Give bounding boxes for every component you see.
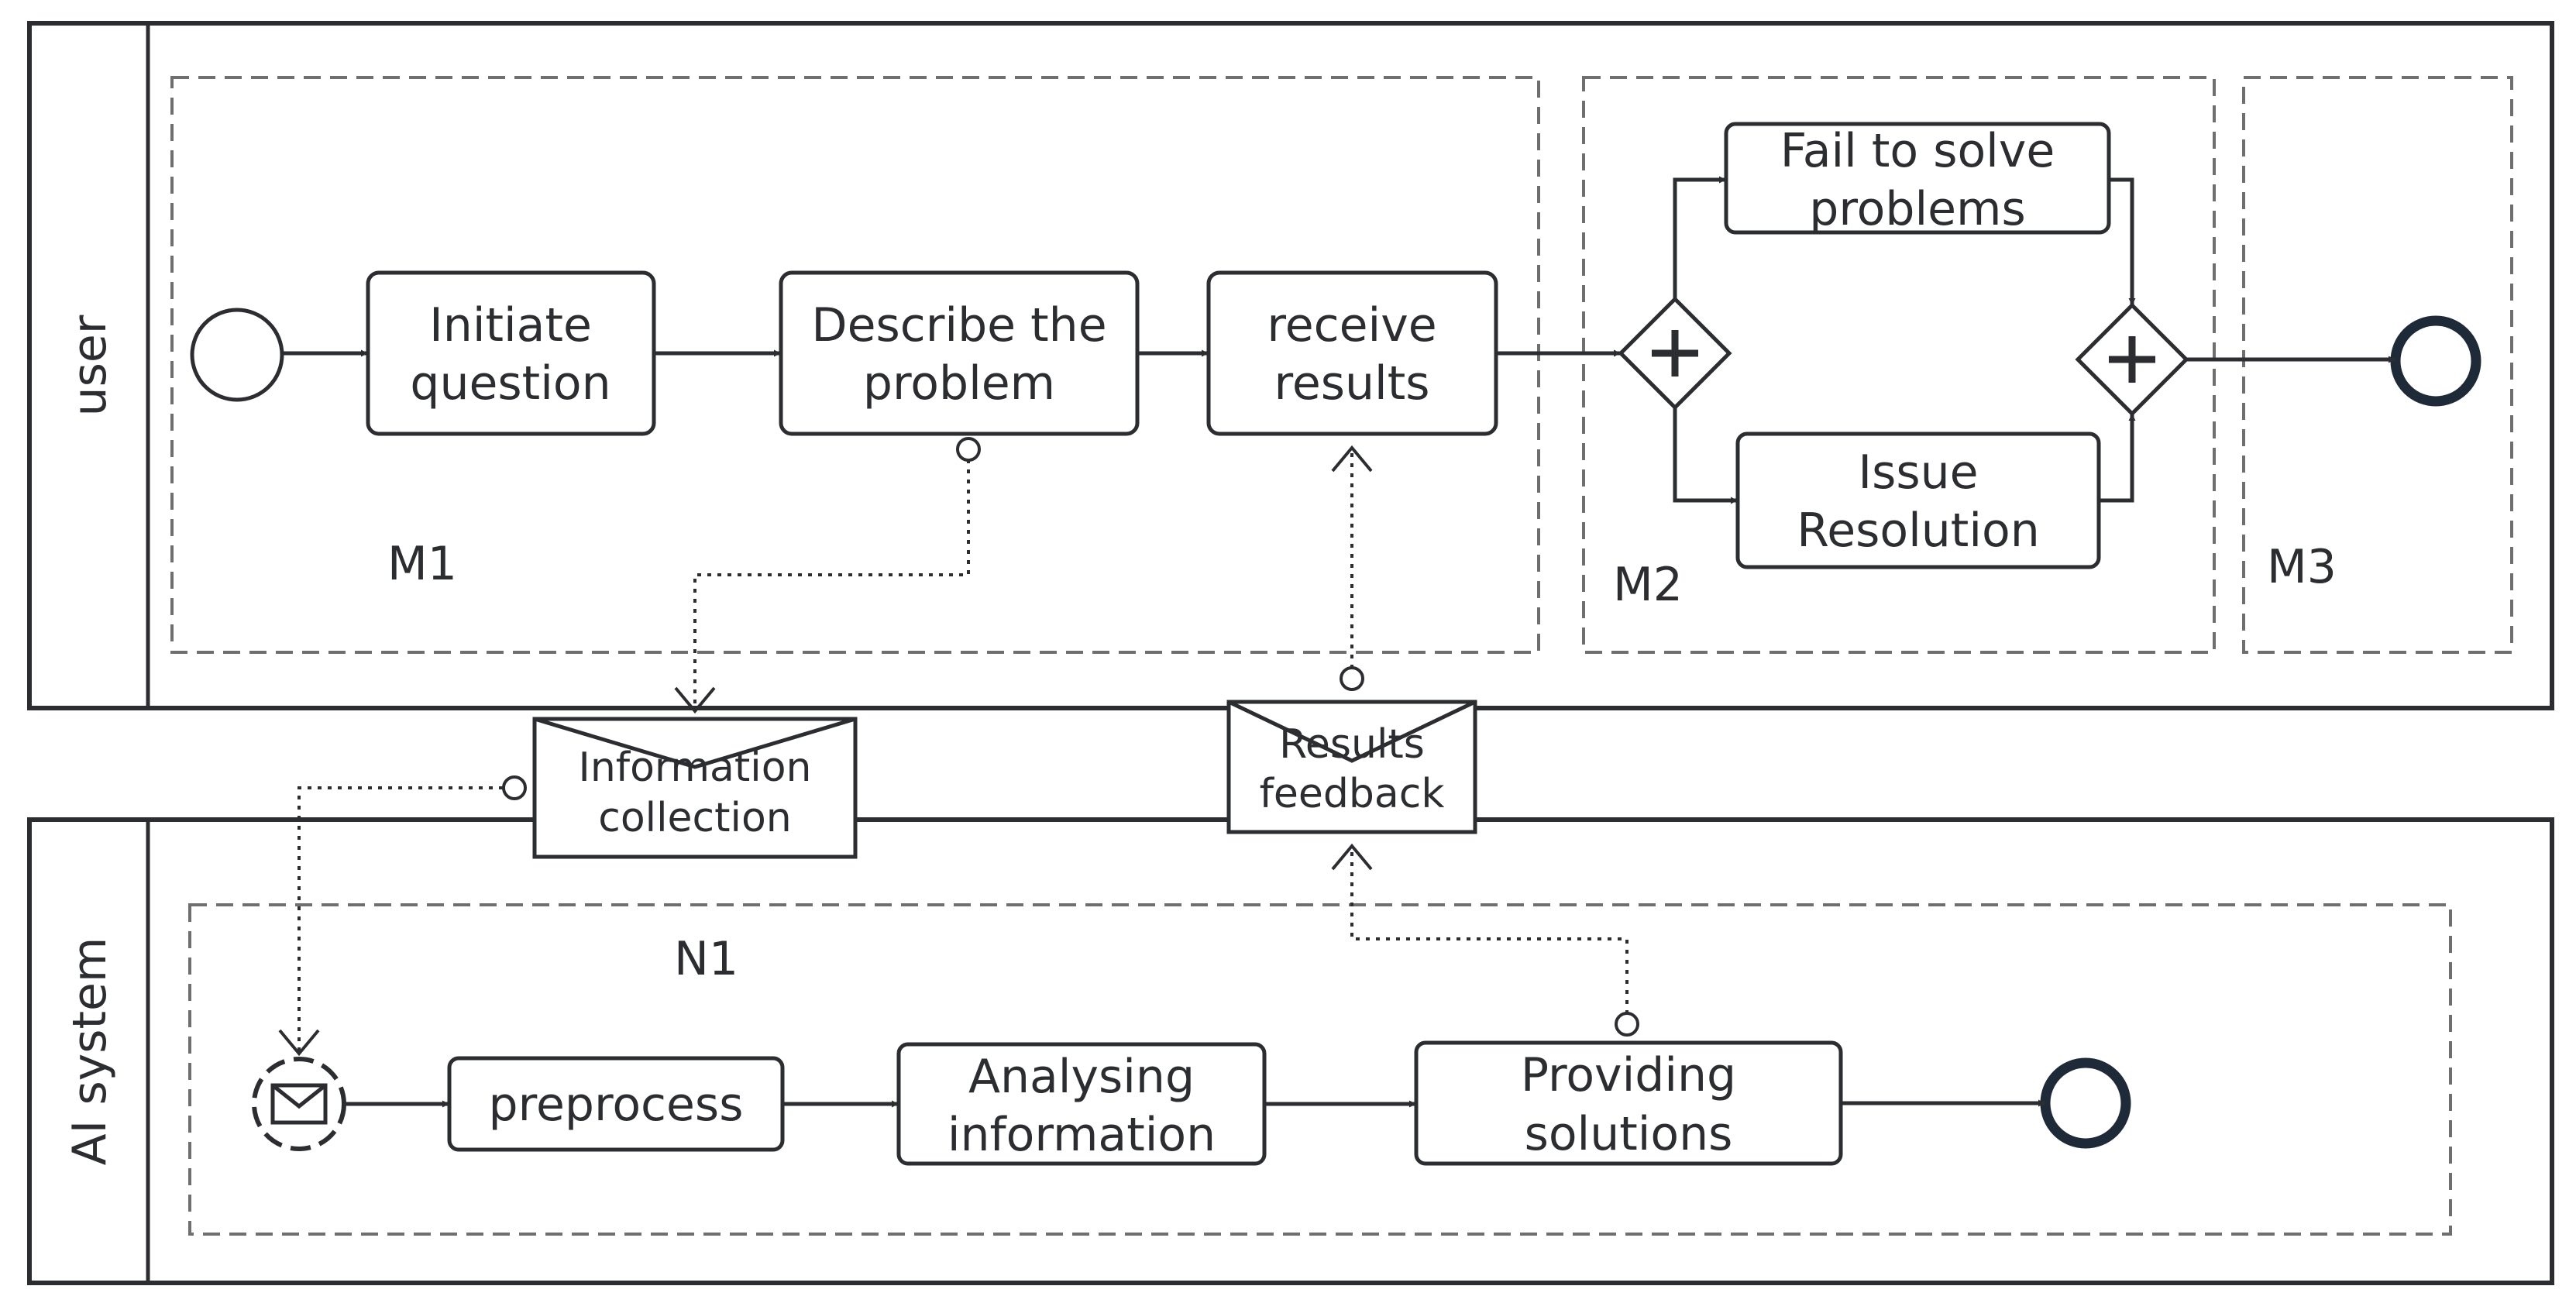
message-flows [297,448,1628,1054]
zone-label-m2: M2 [1613,558,1683,612]
message-info-line-2: collection [598,795,792,841]
flow-split-to-resolution [1673,407,1738,504]
message-info-line-1: Information [578,744,811,791]
zone-label-m3: M3 [2267,540,2337,594]
zone-label-m1: M1 [387,537,457,591]
lane-label-ai-system: AI system [63,937,117,1166]
task-preprocess-label: preprocess [489,1078,744,1132]
message-flow-heads [278,445,1373,1057]
task-resolution-line-2: Resolution [1797,504,2040,558]
end-event-ai-system [2040,1057,2131,1149]
task-initiate-line-1: Initiate [429,298,592,352]
flow-resolution-to-join [2099,414,2136,503]
task-fail-line-2: problems [1809,182,2026,236]
zone-m3: M3 [2242,76,2513,654]
zone-label-n1: N1 [674,932,738,986]
gateway-parallel-join [2075,302,2189,417]
flow-split-to-fail [1673,176,1726,299]
message-flow-origins [502,437,1639,1037]
task-initiate-line-2: question [410,356,610,411]
task-preprocess: preprocess [447,1056,785,1152]
message-information-collection: Information collection [532,717,858,859]
zone-m2: M2 [1582,76,2216,654]
task-resolution-line-1: Issue [1858,445,1978,500]
user-sequence-flows [282,176,2395,504]
task-describe-problem: Describe the problem [779,270,1140,436]
gateway-parallel-split [1618,296,1732,411]
task-providing-line-1: Providing [1521,1048,1736,1102]
message-results-line-1: Results [1279,721,1425,768]
task-providing-solutions: Providing solutions [1414,1040,1843,1166]
message-results-feedback: Results feedback [1226,700,1477,834]
task-receive-line-2: results [1274,356,1429,411]
task-analysing-line-2: information [948,1108,1216,1162]
message-start-event [252,1057,346,1151]
task-initiate-question: Initiate question [366,270,656,436]
task-receive-line-1: receive [1267,298,1436,352]
task-receive-results: receive results [1206,270,1498,436]
lane-label-user: user [63,315,117,416]
message-flow-info-to-msgstart [297,786,513,1054]
task-fail-to-solve-problems: Fail to solve problems [1724,122,2111,236]
task-describe-line-2: problem [863,356,1055,411]
zone-m1: M1 [170,76,1540,654]
zone-n1: N1 [188,903,2452,1236]
ai-system-pool: AI system [27,817,2554,1285]
task-analysing-information: Analysing information [896,1042,1267,1166]
message-results-line-2: feedback [1260,771,1445,817]
task-describe-line-1: Describe the [811,298,1106,352]
ai-sequence-flows [344,1099,2045,1108]
flow-fail-to-join [2109,177,2136,305]
task-analysing-line-1: Analysing [968,1050,1195,1104]
task-issue-resolution: Issue Resolution [1735,432,2101,569]
task-providing-line-2: solutions [1525,1107,1733,1161]
message-flow-describe-to-info [693,449,970,711]
end-event-user [2390,315,2481,407]
start-event-user [190,308,284,402]
task-fail-line-1: Fail to solve [1780,124,2055,178]
message-flow-providing-to-results [1350,846,1628,1024]
